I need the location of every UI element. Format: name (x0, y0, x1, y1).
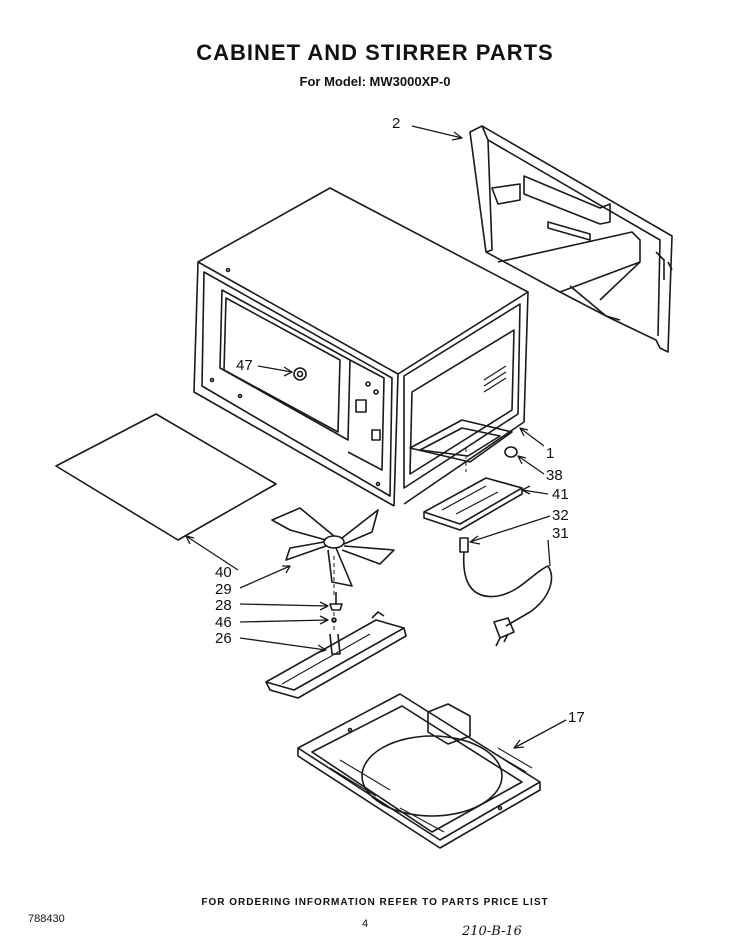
part-38-foot (504, 446, 518, 458)
callout-29: 29 (215, 581, 232, 598)
document-number: 788430 (28, 913, 65, 925)
part-cabinet (193, 187, 529, 507)
callout-2: 2 (392, 115, 401, 132)
part-40-sheet (55, 413, 277, 541)
callout-17: 17 (568, 709, 585, 726)
leader-lines (185, 125, 567, 749)
callout-32: 32 (552, 507, 569, 524)
callout-38: 38 (546, 467, 563, 484)
model-subtitle: For Model: MW3000XP-0 (299, 74, 451, 89)
page-title: CABINET AND STIRRER PARTS (196, 40, 554, 65)
callout-26: 26 (215, 630, 232, 647)
callout-46: 46 (215, 614, 232, 631)
page-number: 4 (362, 918, 369, 930)
callout-31: 31 (552, 525, 569, 542)
callout-47: 47 (236, 357, 253, 374)
part-31-32-cord (459, 537, 553, 647)
part-29-stirrer-fan (271, 507, 395, 587)
callout-41: 41 (552, 486, 569, 503)
callout-40: 40 (215, 564, 232, 581)
part-rear-panel (469, 125, 673, 353)
part-41-bracket (423, 448, 523, 531)
part-28-46-screw (329, 556, 343, 632)
ordering-note: FOR ORDERING INFORMATION REFER TO PARTS … (201, 897, 549, 908)
callout-1: 1 (546, 445, 555, 462)
handwritten-note: 210-B-16 (462, 924, 522, 939)
callout-28: 28 (215, 597, 232, 614)
part-17-base-plate (297, 693, 541, 849)
part-47-fastener (293, 367, 307, 381)
part-26-support-bar (265, 611, 407, 699)
